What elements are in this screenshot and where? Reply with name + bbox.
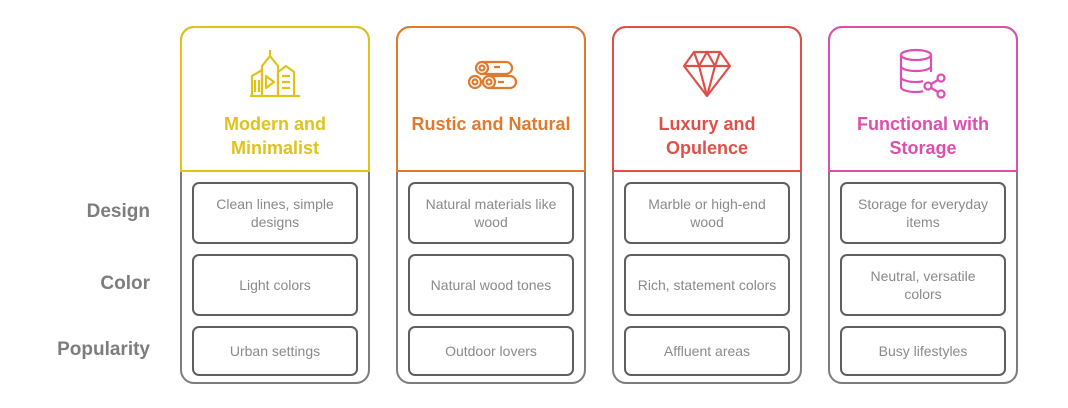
cell-popularity: Outdoor lovers (408, 326, 574, 376)
city-buildings-icon (248, 46, 302, 100)
wood-logs-icon (464, 46, 518, 100)
column-functional-storage: Functional with Storage Storage for ever… (828, 26, 1018, 384)
cell-design: Marble or high-end wood (624, 182, 790, 244)
column-title: Rustic and Natural (411, 114, 571, 134)
row-label-design: Design (86, 201, 150, 222)
cell-design: Clean lines, simple designs (192, 182, 358, 244)
column-title: Luxury and Opulence (658, 114, 756, 158)
cell-popularity: Busy lifestyles (840, 326, 1006, 376)
column-header: Functional with Storage (828, 26, 1018, 172)
cell-design: Storage for everyday items (840, 182, 1006, 244)
cell-popularity: Affluent areas (624, 326, 790, 376)
column-header: Luxury and Opulence (612, 26, 802, 172)
column-header: Modern and Minimalist (180, 26, 370, 172)
cell-popularity: Urban settings (192, 326, 358, 376)
cell-color: Light colors (192, 254, 358, 316)
column-title: Functional with Storage (857, 114, 989, 158)
diamond-icon (680, 46, 734, 100)
cell-color: Neutral, versatile colors (840, 254, 1006, 316)
cell-design: Natural materials like wood (408, 182, 574, 244)
column-rustic-natural: Rustic and Natural Natural materials lik… (396, 26, 586, 384)
column-title: Modern and Minimalist (224, 114, 326, 158)
cell-color: Rich, statement colors (624, 254, 790, 316)
column-luxury-opulence: Luxury and Opulence Marble or high-end w… (612, 26, 802, 384)
row-label-popularity: Popularity (57, 339, 150, 360)
row-label-color: Color (100, 273, 150, 294)
cell-color: Natural wood tones (408, 254, 574, 316)
column-header: Rustic and Natural (396, 26, 586, 172)
column-modern-minimalist: Modern and Minimalist Clean lines, simpl… (180, 26, 370, 384)
database-share-icon (896, 46, 950, 100)
